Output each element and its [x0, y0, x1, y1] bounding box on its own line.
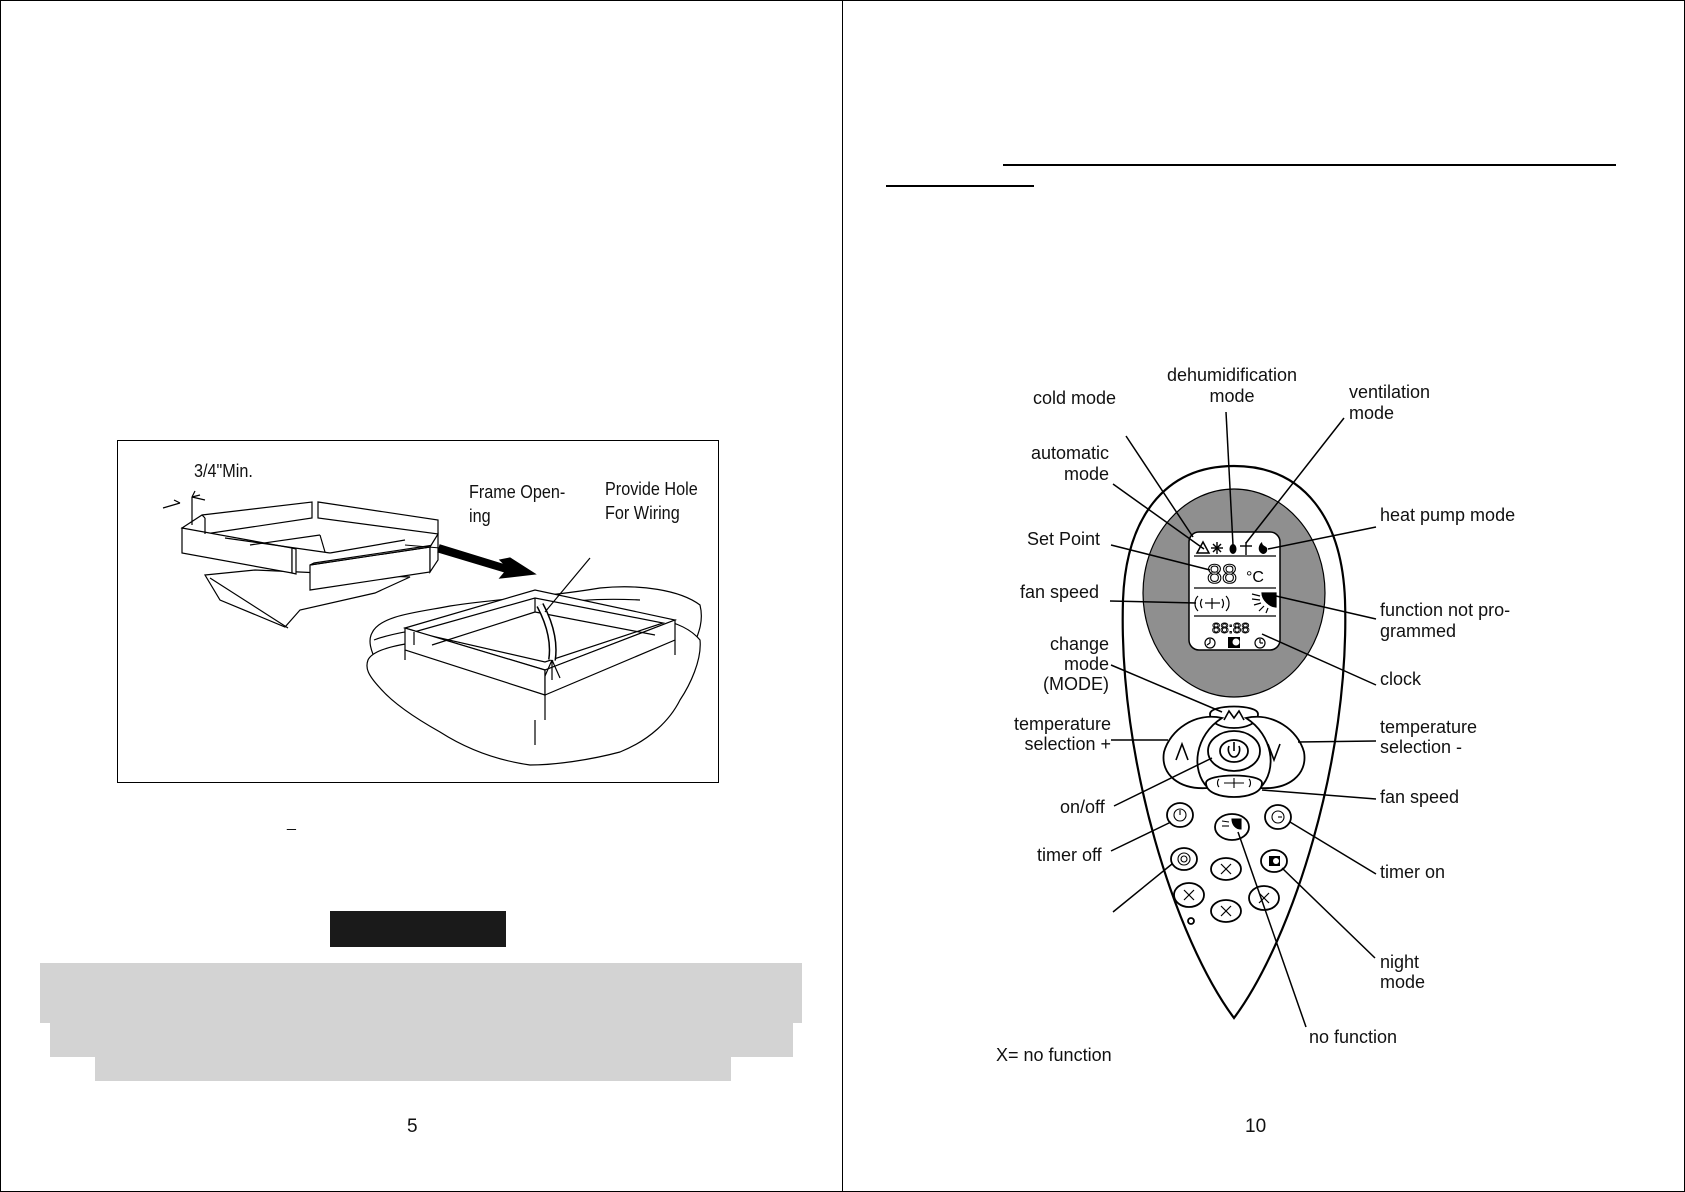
temperature-plus-label: temperature selection +	[1013, 714, 1111, 754]
change-mode-label: change mode (MODE)	[1043, 634, 1109, 694]
automatic-mode-label: automatic mode	[1030, 443, 1109, 484]
fan-speed-button-label: fan speed	[1380, 787, 1460, 807]
page-number-right: 10	[1245, 1116, 1267, 1137]
function-not-programmed-label: function not pro- grammed	[1380, 600, 1511, 641]
installation-figure	[117, 440, 719, 783]
clock-label: clock	[1380, 669, 1422, 689]
heat-pump-mode-label: heat pump mode	[1380, 505, 1516, 525]
ventilation-mode-label: ventilation mode	[1349, 382, 1431, 423]
dehumidification-mode-label: dehumidification mode	[1166, 365, 1298, 406]
cold-mode-label: cold mode	[1033, 388, 1117, 408]
warning-box-bottom	[95, 1057, 731, 1081]
fan-speed-lcd-label: fan speed	[1020, 582, 1100, 602]
on-off-label: on/off	[1060, 797, 1105, 817]
no-function-label: no function	[1309, 1027, 1398, 1047]
min-distance-label: 3/4"Min.	[194, 461, 253, 481]
x-legend-label: X= no function	[996, 1045, 1112, 1065]
timer-off-label: timer off	[1037, 845, 1102, 865]
right-page	[842, 0, 1685, 1192]
warning-box-middle	[50, 1023, 793, 1057]
dash-mark: _	[287, 814, 296, 831]
wiring-hole-label: Provide Hole For Wiring	[605, 479, 698, 523]
temperature-minus-label: temperature selection -	[1380, 717, 1478, 757]
header-bar	[330, 911, 506, 947]
frame-opening-label: Frame Open- ing	[469, 482, 566, 526]
night-mode-label: night mode	[1380, 952, 1426, 992]
page-number-left: 5	[407, 1116, 418, 1137]
warning-box-top	[40, 963, 802, 1023]
timer-on-label: timer on	[1380, 862, 1446, 882]
set-point-label: Set Point	[1027, 529, 1101, 549]
